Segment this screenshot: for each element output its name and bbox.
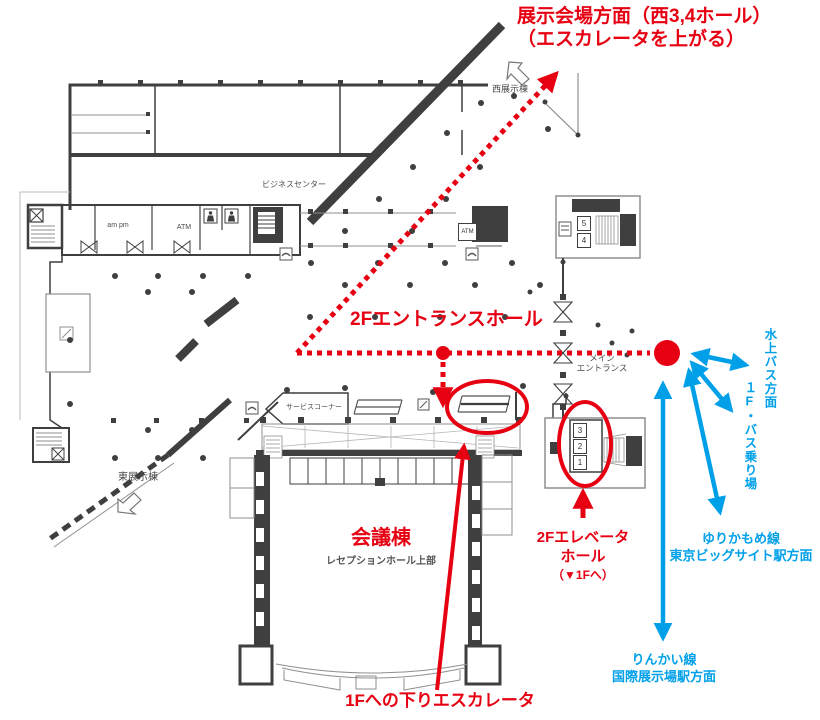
phone-icon-3 — [245, 401, 259, 415]
label-elevator-hall-1: 2Fエレベータ — [536, 529, 630, 546]
elevator-car-4: 4 — [577, 233, 591, 248]
label-conference-tower: 会議棟 — [351, 527, 411, 549]
label-atm-strip: ATM — [176, 224, 192, 231]
elevator-car-1: 1 — [573, 455, 587, 470]
label-main-entrance-1: メイン — [589, 353, 615, 363]
phone-icon — [279, 247, 293, 261]
label-elevator-hall-3: （▼1Fへ） — [552, 568, 614, 582]
west-direction-arrow-icon — [506, 61, 530, 86]
restroom-icons — [203, 208, 239, 224]
service-corner-building — [264, 392, 349, 425]
label-entrance-hall: 2Fエントランスホール — [350, 309, 543, 330]
label-yurikamome-1: ゆりかもめ線 — [701, 531, 781, 546]
label-business-center: ビジネスセンター — [262, 180, 326, 189]
label-elevator-hall-2: ホール — [560, 548, 606, 565]
label-water-bus: 水上バス方面 — [762, 328, 777, 409]
elevator-car-3: 3 — [573, 423, 587, 438]
east-stairs-block — [32, 427, 70, 463]
conference-tower — [229, 401, 522, 691]
corridor-walls — [300, 212, 456, 247]
strip-door-symbols — [80, 240, 191, 254]
label-bus-boarding: １F・バス乗り場 — [742, 381, 757, 491]
atm-sign: ATM — [458, 223, 477, 241]
phone-icon-2 — [465, 247, 479, 261]
left-promenade — [19, 191, 91, 429]
main-entrance-doors — [552, 258, 574, 420]
east-direction-arrow-icon — [117, 492, 142, 515]
escalator-icon-down-1f — [457, 392, 517, 420]
north-thin-walls — [544, 73, 579, 137]
label-main-entrance-2: エントランス — [576, 363, 628, 373]
label-exhibit-direction-1: 展示会場方面（西3,4ホール） — [517, 6, 772, 27]
column-squares — [98, 80, 522, 423]
elevator-car-2: 2 — [573, 439, 587, 454]
label-yurikamome-2: 東京ビッグサイト駅方面 — [669, 548, 813, 563]
label-east-exhibition: 東展示棟 — [118, 472, 158, 483]
escalator-icon-left — [353, 399, 403, 415]
label-rinkai-2: 国際展示場駅方面 — [611, 669, 717, 684]
elevator-car-5: 5 — [577, 216, 591, 231]
west-escalator-block — [472, 206, 508, 247]
column-dots — [67, 93, 635, 461]
label-down-escalator: 1Fへの下りエスカレータ — [345, 691, 535, 710]
clock-icon — [417, 398, 430, 411]
label-rinkai-1: りんかい線 — [631, 652, 697, 667]
northwest-stairs-icon — [29, 208, 55, 243]
east-diagonal-corridor — [46, 397, 232, 548]
label-service-corner: サービスコーナー — [286, 404, 342, 411]
strip-stairwell-icon — [253, 207, 283, 243]
upper-elevator-block — [555, 195, 641, 259]
label-reception-hall: レセプションホール上部 — [326, 556, 436, 567]
label-west-exhibition: 西展示棟 — [491, 84, 529, 94]
label-shop-am-pm: am pm — [107, 222, 129, 229]
label-exhibit-direction-2: （エスカレータを上がる） — [517, 29, 746, 50]
